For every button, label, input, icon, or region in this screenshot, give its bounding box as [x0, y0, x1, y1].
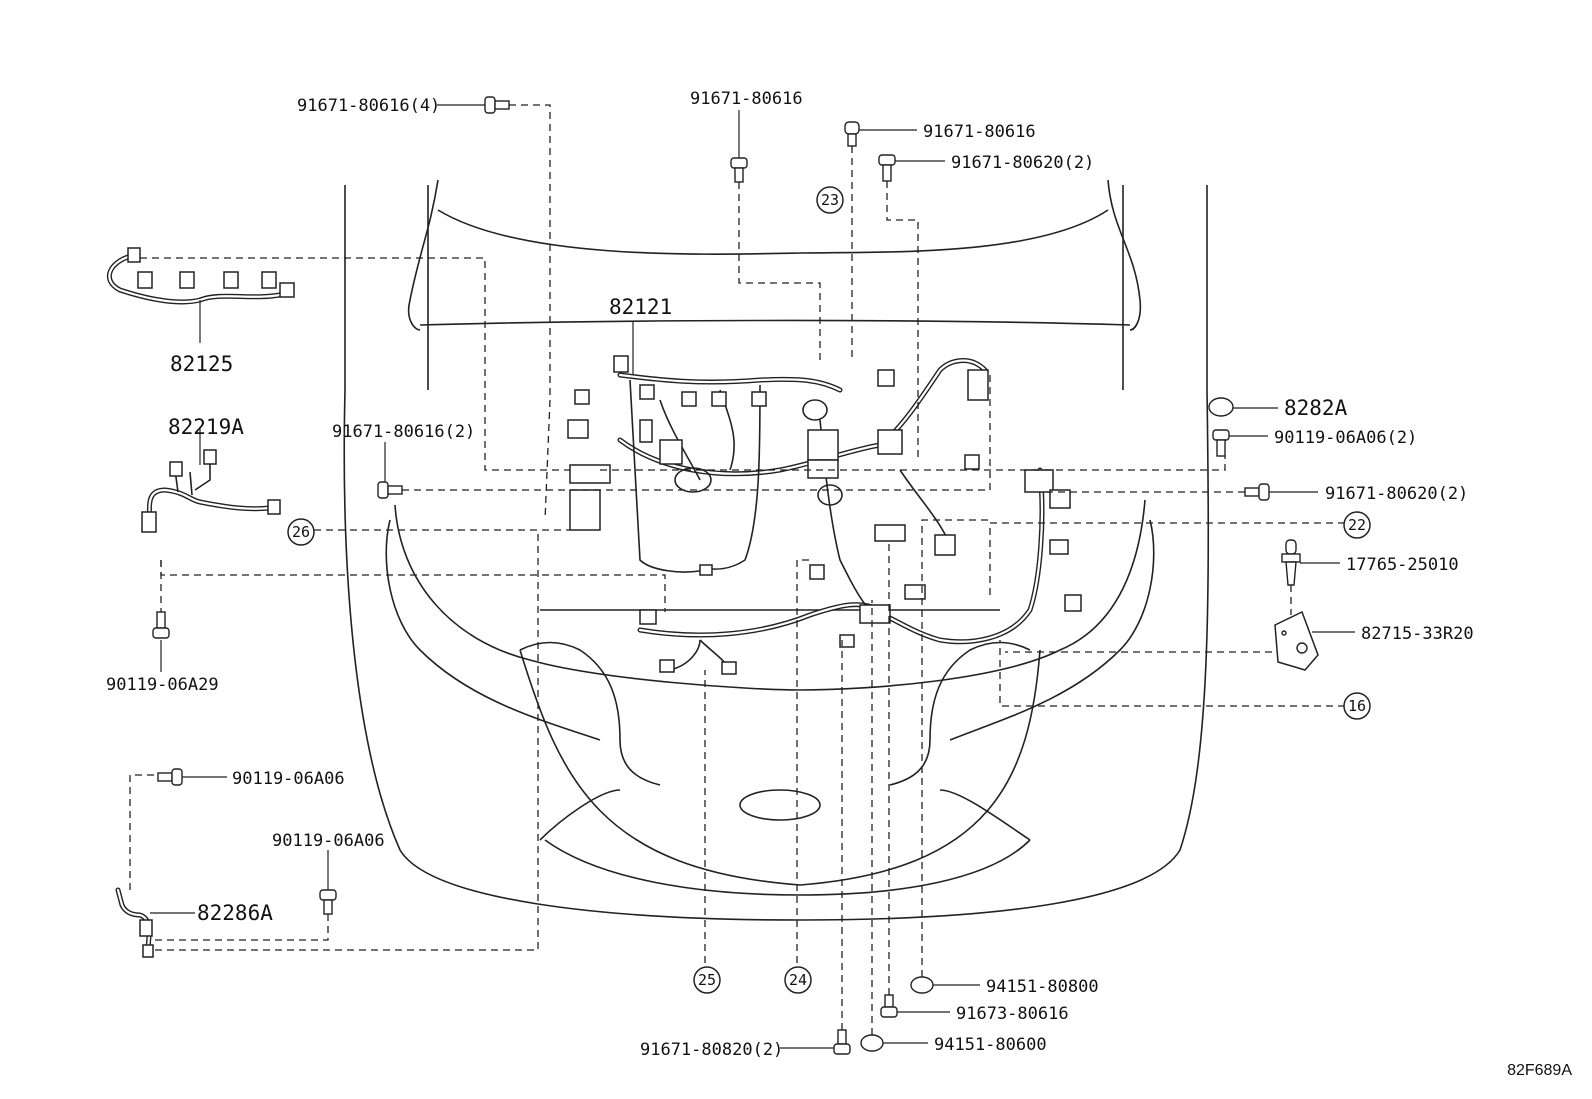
callout-24: 24 [784, 966, 812, 994]
clip-17765 [1281, 539, 1340, 586]
label-90119-06A06-b: 90119-06A06 [272, 831, 385, 851]
part-labels: 91671-80616(4) 91671-80616 91671-80616 9… [106, 89, 1572, 1079]
label-91671-80820-2: 91671-80820(2) [640, 1040, 783, 1060]
label-91671-80616-4: 91671-80616(4) [297, 96, 440, 116]
bolt-91671-80620-2-top [878, 154, 945, 182]
label-94151-80800: 94151-80800 [986, 977, 1099, 997]
bolt-91671-80616-right [844, 121, 917, 147]
svg-text:23: 23 [821, 191, 839, 209]
dashed-assembly-lines [129, 104, 1345, 1035]
callout-25: 25 [693, 966, 721, 994]
label-90119-06A06-a: 90119-06A06 [232, 769, 345, 789]
label-91671-80616-2: 91671-80616(2) [332, 422, 475, 442]
label-91671-80616-right: 91671-80616 [923, 122, 1036, 142]
label-82219A: 82219A [168, 415, 244, 439]
bolt-91671-80616-2 [377, 442, 403, 499]
harness-82286A [115, 887, 195, 958]
svg-text:22: 22 [1348, 516, 1366, 534]
bolt-91671-80620-2-right [1244, 483, 1318, 501]
label-17765-25010: 17765-25010 [1346, 555, 1459, 575]
bolt-91671-80616-4 [437, 96, 510, 114]
diagram-code: 82F689A [1507, 1062, 1572, 1079]
fasteners [152, 96, 1318, 1055]
engine-wire-harness-82121 [567, 322, 1082, 675]
label-90119-06A06-2: 90119-06A06(2) [1274, 428, 1417, 448]
callout-23: 23 [816, 186, 844, 214]
bolt-91673-80616 [880, 994, 950, 1018]
label-82286A: 82286A [197, 901, 273, 925]
svg-text:24: 24 [789, 971, 807, 989]
bolt-90119-06A06-a [157, 768, 227, 786]
nut-94151-80600 [860, 1034, 928, 1052]
label-82715-33R20: 82715-33R20 [1361, 624, 1474, 644]
callout-22: 22 [1343, 511, 1371, 539]
label-91673-80616: 91673-80616 [956, 1004, 1069, 1024]
bolt-90119-06A29 [152, 611, 170, 672]
bolt-91671-80820-2 [780, 1029, 851, 1055]
label-94151-80600: 94151-80600 [934, 1035, 1047, 1055]
nut-8282A [1208, 397, 1278, 417]
svg-text:26: 26 [292, 523, 310, 541]
label-91671-80620-2-top: 91671-80620(2) [951, 153, 1094, 173]
label-91671-80620-2-right: 91671-80620(2) [1325, 484, 1468, 504]
svg-text:16: 16 [1348, 697, 1366, 715]
vehicle-body-outline [343, 179, 1210, 921]
label-82125: 82125 [170, 352, 233, 376]
callout-26: 26 [287, 518, 315, 546]
callout-16: 16 [1343, 692, 1371, 720]
label-91671-80616-top: 91671-80616 [690, 89, 803, 109]
bolt-91671-80616-top [730, 110, 748, 183]
label-90119-06A29: 90119-06A29 [106, 675, 219, 695]
nut-94151-80800 [910, 976, 980, 994]
harness-82219A [141, 428, 281, 533]
svg-text:25: 25 [698, 971, 716, 989]
label-82121: 82121 [609, 295, 672, 319]
bolt-90119-06A06-2 [1212, 429, 1268, 457]
label-8282A: 8282A [1284, 396, 1348, 420]
bolt-90119-06A06-b [319, 850, 337, 915]
bracket-82715 [1274, 610, 1355, 671]
harness-82125 [106, 247, 295, 343]
